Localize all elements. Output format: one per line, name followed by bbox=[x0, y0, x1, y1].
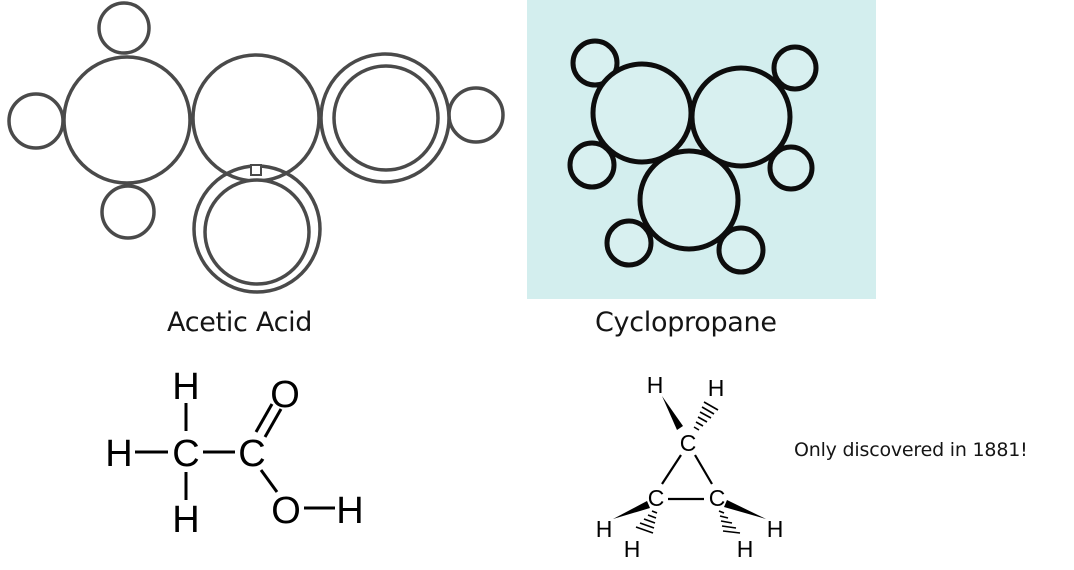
bond-c-o-double-a bbox=[254, 403, 274, 433]
atom-h: H bbox=[105, 433, 132, 475]
atom-h: H bbox=[596, 516, 613, 542]
bond-c-o-double-b bbox=[263, 408, 283, 438]
atom-o: O bbox=[270, 374, 300, 416]
atom-h: H bbox=[172, 366, 199, 408]
atom-h: H bbox=[767, 516, 784, 542]
wedge-bond bbox=[662, 396, 683, 430]
bond-notch bbox=[250, 164, 262, 176]
oxygen-atom-hydroxyl-inner bbox=[203, 178, 311, 286]
oxygen-atom-carbonyl-inner bbox=[332, 64, 440, 172]
atom-h: H bbox=[708, 375, 725, 401]
acetic-acid-structural-formula: H H C C O O H H bbox=[105, 366, 363, 541]
atom-h: H bbox=[172, 499, 199, 541]
hydrogen-atom bbox=[567, 140, 617, 190]
atom-h: H bbox=[624, 536, 641, 562]
hydrogen-atom bbox=[771, 44, 819, 92]
atom-h: H bbox=[737, 536, 754, 562]
atom-o: O bbox=[271, 490, 301, 532]
carbon-atom-bottom bbox=[637, 148, 741, 252]
atom-c: C bbox=[648, 485, 665, 511]
atom-c: C bbox=[709, 485, 726, 511]
bond-ring-right bbox=[694, 454, 713, 485]
hash-bond-top-right bbox=[693, 401, 719, 431]
carbon-atom-top-right bbox=[689, 65, 793, 169]
cyclopropane-structural-formula: C C C H H H H H H bbox=[596, 372, 784, 562]
atom-c: C bbox=[172, 433, 199, 475]
wedge-bond bbox=[724, 500, 766, 519]
atom-c: C bbox=[680, 430, 697, 456]
bond-c-o-single bbox=[259, 469, 279, 493]
hydrogen-atom-bottom bbox=[100, 184, 156, 240]
atom-c: C bbox=[238, 433, 265, 475]
wedge-bond bbox=[613, 501, 650, 519]
hydrogen-atom bbox=[716, 225, 766, 275]
carbon-atom-top-left bbox=[590, 61, 694, 165]
hydrogen-atom bbox=[604, 218, 654, 268]
acetic-acid-label: Acetic Acid bbox=[167, 307, 313, 338]
hash-bond-bottom-right bbox=[718, 510, 741, 534]
hydrogen-atom-hydroxyl bbox=[447, 86, 505, 144]
hydrogen-atom-left bbox=[7, 92, 65, 150]
cyclopropane-label: Cyclopropane bbox=[595, 307, 777, 338]
carbon-atom-carboxyl bbox=[191, 53, 321, 183]
hash-bond-bottom-left bbox=[635, 510, 658, 534]
hydrogen-atom-top bbox=[97, 1, 151, 55]
cyclopropane-space-filling-model bbox=[567, 38, 819, 275]
atom-h: H bbox=[647, 372, 664, 398]
cyclopropane-discovery-note: Only discovered in 1881! bbox=[794, 439, 1028, 461]
carbon-atom-methyl bbox=[62, 55, 192, 185]
hydrogen-atom bbox=[767, 144, 815, 192]
bond-ring-left bbox=[661, 454, 682, 485]
atom-h: H bbox=[336, 490, 363, 532]
acetic-acid-space-filling-model bbox=[7, 1, 505, 294]
hydrogen-atom bbox=[570, 38, 620, 88]
